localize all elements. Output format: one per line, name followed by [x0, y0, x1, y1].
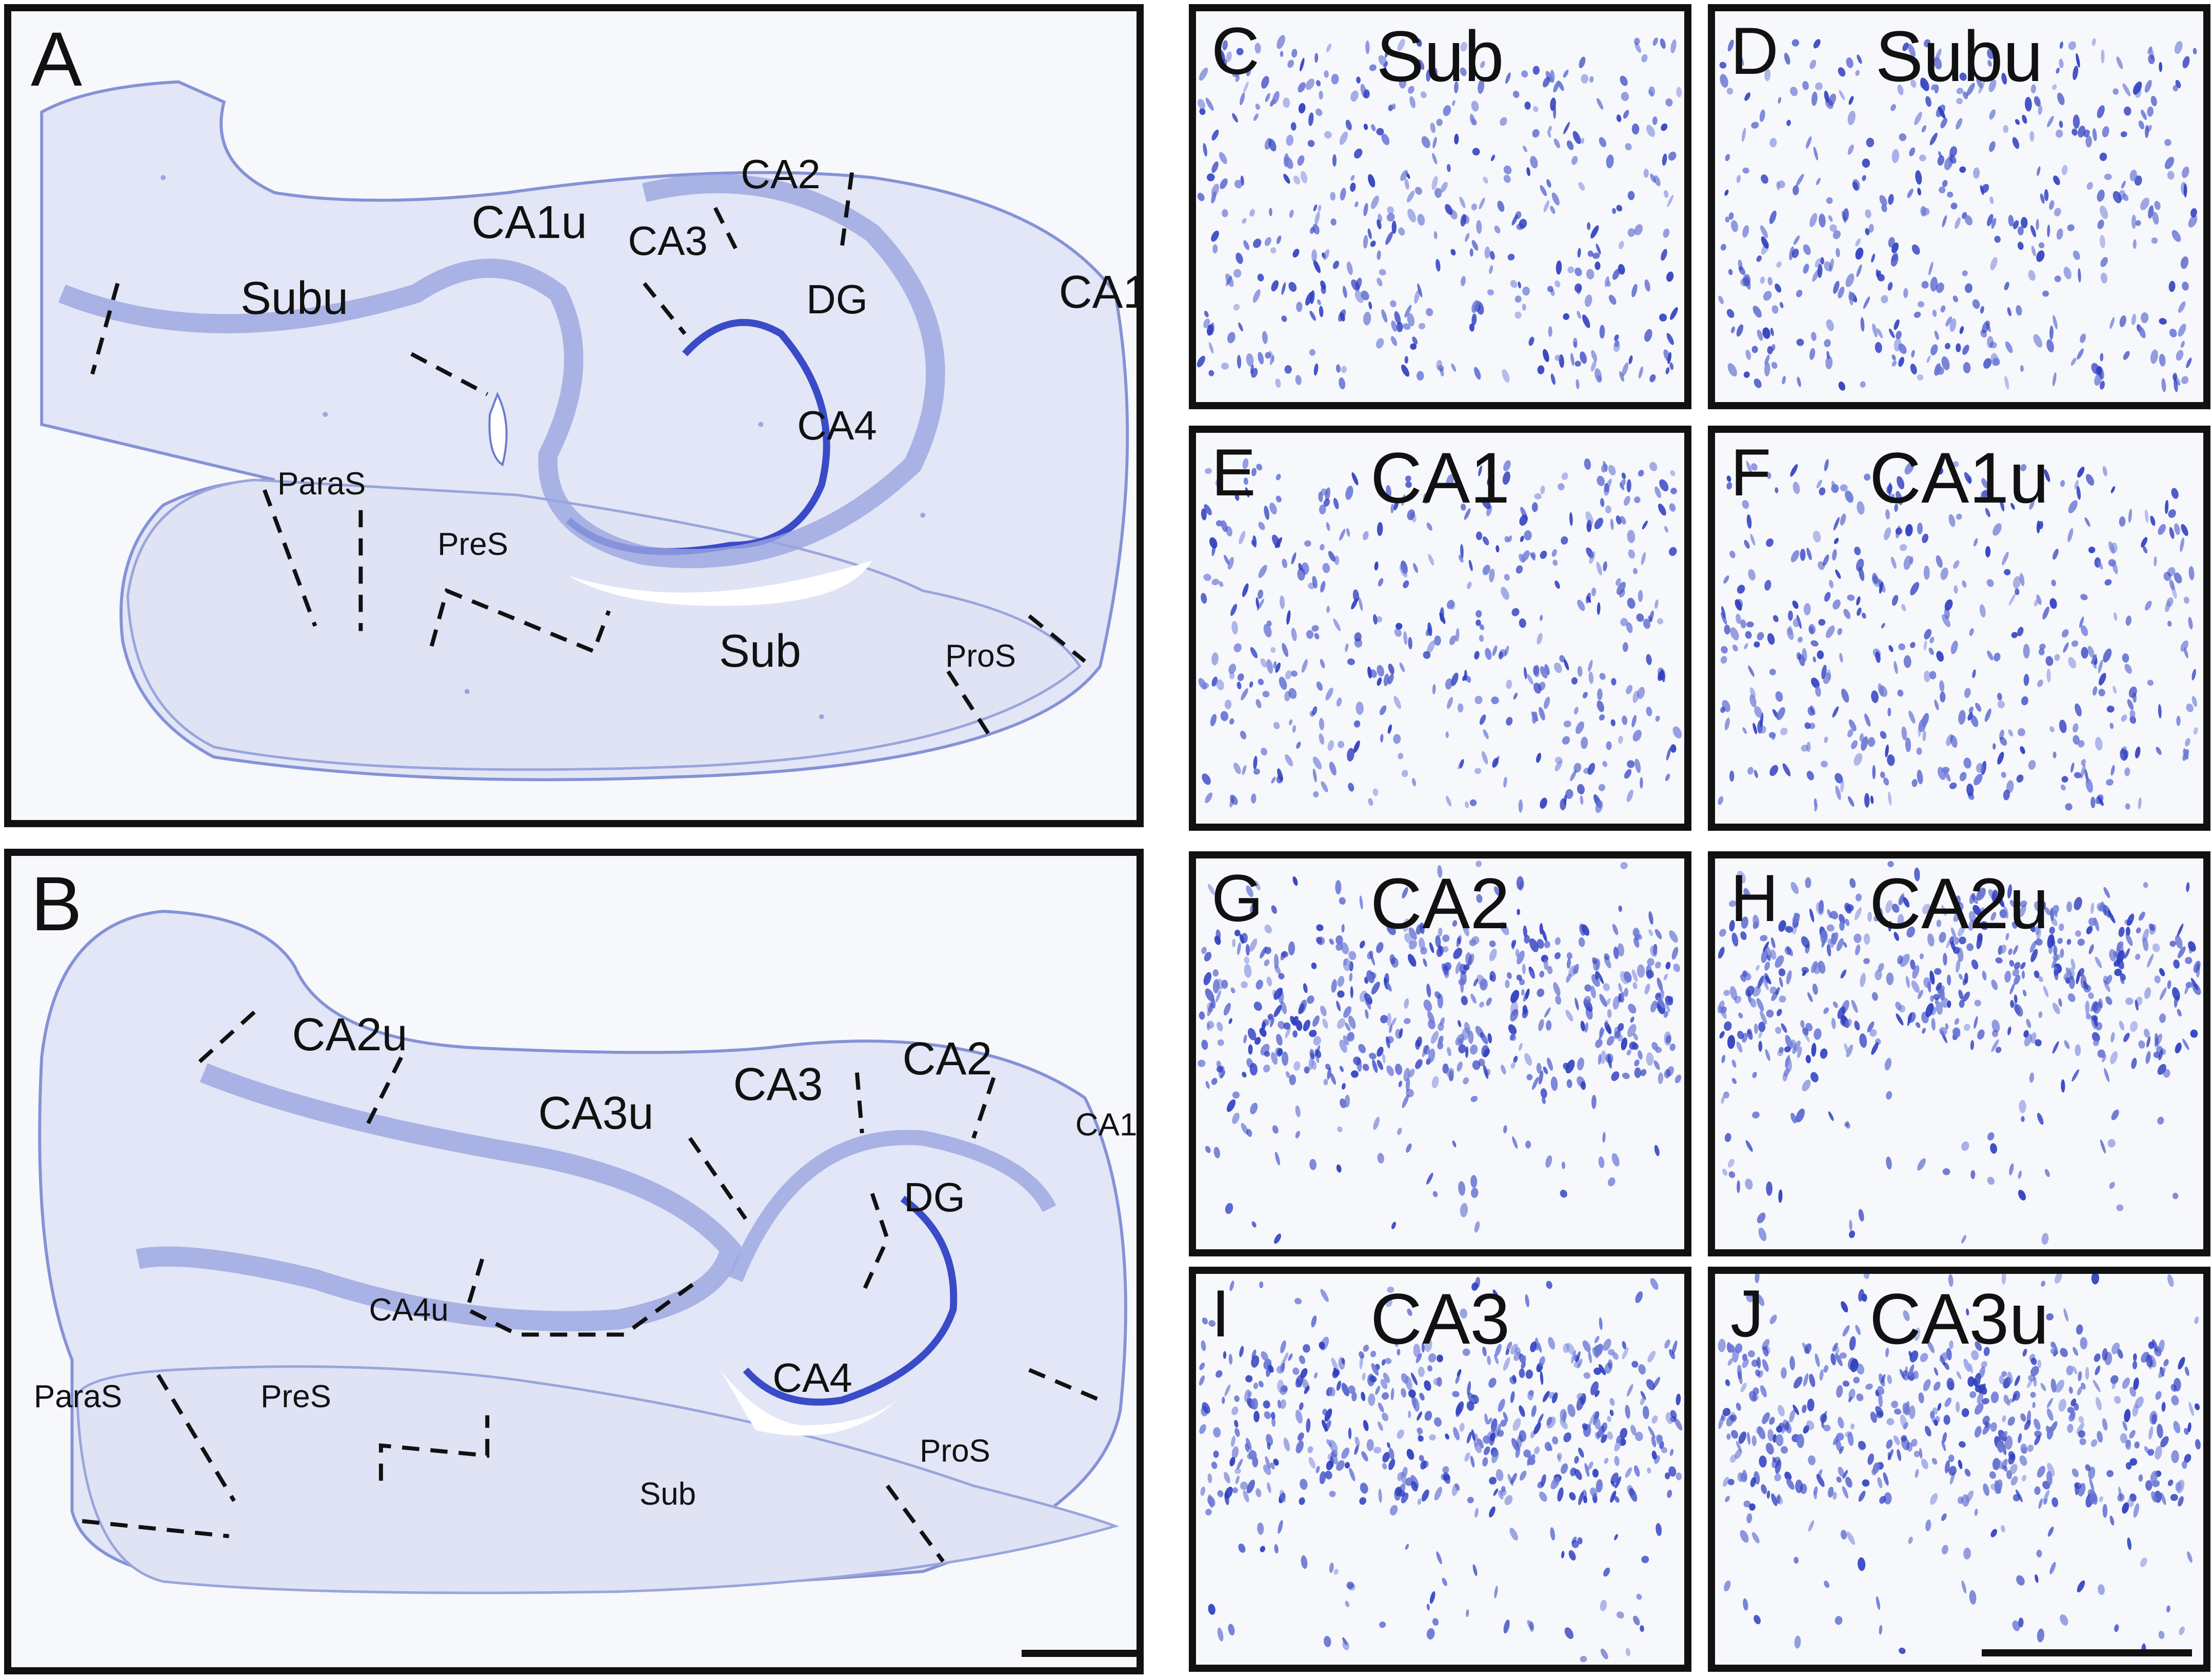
panel-i-micrograph [1199, 1276, 1683, 1663]
panel-h-letter: H [1730, 861, 1779, 935]
label-ca4u: CA4u [369, 1292, 449, 1328]
label-ca3u: CA3u [538, 1088, 654, 1139]
label-ca2: CA2 [902, 1033, 992, 1085]
label-ca1: CA1 [1075, 1107, 1138, 1143]
label-paras: ParaS [277, 466, 366, 502]
label-pres: PreS [437, 527, 508, 562]
panel-f: F CA1u [1708, 426, 2210, 831]
panel-b: B CA2u CA3u CA3 CA2 CA1 DG CA4u CA4 Para… [4, 849, 1144, 1674]
label-ca1: CA1 [1059, 267, 1144, 318]
label-ca4: CA4 [797, 403, 877, 448]
panel-a-micrograph [40, 80, 1129, 782]
panel-g-micrograph [1198, 861, 1682, 1244]
panel-a: A Subu CA1u CA3 CA2 DG CA1 CA4 ParaS Pre… [4, 4, 1144, 827]
panel-b-micrograph [38, 910, 1127, 1594]
panel-g-title: CA2 [1370, 863, 1510, 944]
label-ca3: CA3 [628, 218, 708, 264]
label-sub: Sub [719, 626, 802, 677]
panel-f-title: CA1u [1869, 437, 2049, 518]
label-ca1u: CA1u [471, 197, 587, 248]
panel-b-letter: B [31, 861, 83, 947]
label-subu: Subu [240, 273, 349, 324]
scale-bar [1022, 1650, 1137, 1657]
panel-i-letter: I [1211, 1276, 1230, 1351]
label-pros: ProS [920, 1433, 990, 1469]
panel-e-title: CA1 [1370, 437, 1510, 518]
label-dg: DG [806, 276, 868, 322]
panel-c-title: Sub [1376, 16, 1504, 96]
label-paras: ParaS [33, 1379, 123, 1414]
panel-h-title: CA2u [1869, 863, 2049, 944]
label-ca2: CA2 [741, 151, 821, 197]
panel-j-letter: J [1730, 1276, 1764, 1351]
panel-g: G CA2 [1189, 851, 1691, 1256]
panel-d-micrograph [1718, 38, 2198, 392]
scale-bar-detail [1982, 1649, 2192, 1656]
panel-e: E CA1 [1189, 426, 1691, 831]
label-pros: ProS [945, 638, 1016, 674]
panel-i: I CA3 [1189, 1267, 1691, 1672]
panel-d: D Subu [1708, 4, 2210, 409]
label-dg: DG [904, 1174, 965, 1220]
panel-d-letter: D [1730, 13, 1779, 88]
panel-h-micrograph [1717, 861, 2201, 1245]
label-ca4: CA4 [772, 1355, 852, 1401]
panel-e-micrograph [1198, 458, 1682, 813]
panel-c: C Sub [1189, 4, 1691, 409]
panel-h: H CA2u [1708, 851, 2210, 1256]
label-ca2u: CA2u [292, 1009, 408, 1061]
panel-d-title: Subu [1875, 16, 2043, 96]
panel-e-letter: E [1211, 435, 1256, 510]
label-sub: Sub [639, 1476, 696, 1512]
panel-i-title: CA3 [1370, 1278, 1510, 1359]
panel-c-micrograph [1197, 35, 1682, 390]
panel-j-micrograph [1718, 1274, 2201, 1656]
label-pres: PreS [261, 1379, 331, 1414]
label-ca3: CA3 [733, 1059, 823, 1110]
panel-f-micrograph [1718, 459, 2198, 812]
panel-f-letter: F [1730, 435, 1771, 510]
panel-j-title: CA3u [1869, 1278, 2049, 1359]
panel-j: J CA3u [1708, 1267, 2210, 1672]
panel-c-letter: C [1211, 13, 1260, 88]
panel-g-letter: G [1211, 861, 1264, 935]
panel-a-letter: A [31, 16, 83, 102]
